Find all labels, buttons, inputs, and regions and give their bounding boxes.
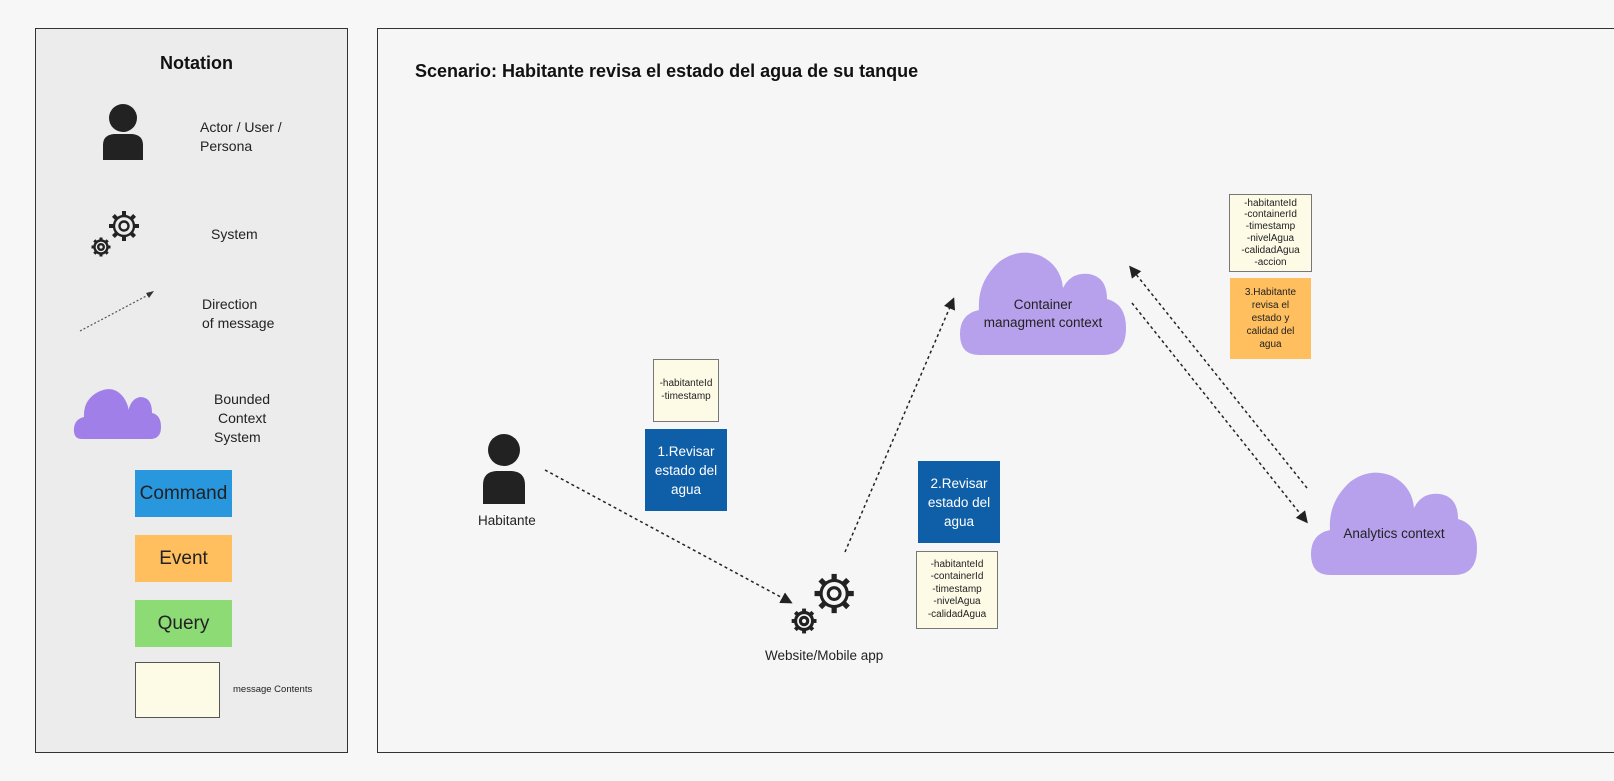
command-2-line: agua	[943, 513, 975, 529]
msg3-line: -timestamp	[1245, 221, 1296, 233]
message-contents-2: -habitanteId -containerId -timestamp -ni…	[916, 551, 998, 629]
arrow-container-to-analytics	[1131, 302, 1308, 524]
bounded-legend-label-2: Context	[218, 410, 267, 426]
container-context-label-2: managment context	[983, 315, 1103, 330]
notation-title: Notation	[160, 53, 233, 73]
event-legend-swatch: Event	[135, 535, 232, 582]
event-3-line: calidad del	[1246, 326, 1295, 337]
direction-legend-label-2: of message	[202, 315, 275, 331]
command-legend-swatch: Command	[135, 470, 232, 517]
arrow-habitante-to-app	[544, 469, 793, 604]
habitante-actor-icon	[483, 434, 525, 504]
event-3-line: revisa el	[1251, 300, 1290, 311]
scenario-canvas	[377, 28, 1614, 753]
command-1-line: 1.Revisar	[657, 443, 715, 459]
gear-icon	[91, 211, 139, 257]
scenario-title: Scenario: Habitante revisa el estado del…	[415, 61, 919, 81]
event-3-line: agua	[1259, 339, 1282, 350]
message-contents-1: -habitanteId -timestamp	[653, 359, 719, 422]
event-3-line: 3.Habitante	[1244, 287, 1297, 298]
container-context-label-1: Container	[1013, 297, 1073, 312]
command-2-line: estado del	[927, 494, 991, 510]
actor-legend-label: Actor / User / Persona	[200, 119, 282, 154]
event-3: 3.Habitante revisa el estado y calidad d…	[1230, 278, 1311, 359]
message-contents-3: -habitanteId -containerId -timestamp -ni…	[1229, 194, 1312, 272]
app-label: Website/Mobile app	[765, 648, 884, 663]
message-legend-swatch	[135, 662, 220, 718]
app-gear-icon	[791, 573, 854, 634]
arrow-analytics-to-container	[1129, 265, 1308, 489]
command-1-line: estado del	[654, 462, 718, 478]
msg3-line: -accion	[1254, 256, 1287, 268]
bounded-legend-label-1: Bounded	[214, 391, 271, 407]
cloud-legend-icon	[73, 389, 161, 439]
query-legend-swatch: Query	[135, 600, 232, 647]
msg2-line: -nivelAgua	[933, 596, 981, 608]
bounded-legend-label-3: System	[214, 429, 261, 445]
message-legend-label: message Contents	[233, 684, 313, 695]
actor-icon	[103, 104, 143, 160]
msg3-line: -containerId	[1244, 209, 1297, 221]
analytics-context-cloud	[1311, 472, 1477, 575]
msg1-line: -timestamp	[661, 390, 711, 402]
msg2-line: -containerId	[930, 571, 984, 583]
direction-arrow-icon	[79, 291, 154, 332]
arrow-app-to-container	[844, 297, 955, 553]
command-2: 2.Revisar estado del agua	[918, 461, 1000, 543]
container-context-cloud	[960, 252, 1126, 355]
msg2-line: -calidadAgua	[927, 608, 987, 620]
msg2-line: -habitanteId	[930, 558, 984, 570]
msg2-line: -timestamp	[932, 583, 982, 595]
direction-legend-label-1: Direction	[202, 296, 258, 312]
habitante-label: Habitante	[478, 513, 536, 528]
msg3-line: -calidadAgua	[1241, 244, 1300, 256]
command-1: 1.Revisar estado del agua	[645, 429, 727, 511]
msg3-line: -habitanteId	[1244, 197, 1297, 209]
msg1-line: -habitanteId	[659, 378, 713, 389]
event-3-line: estado y	[1251, 313, 1290, 324]
system-legend-label: System	[211, 226, 258, 242]
command-1-line: agua	[670, 481, 702, 497]
analytics-context-label: Analytics context	[1343, 526, 1445, 541]
msg3-line: -nivelAgua	[1246, 233, 1295, 244]
command-2-line: 2.Revisar	[930, 475, 988, 491]
